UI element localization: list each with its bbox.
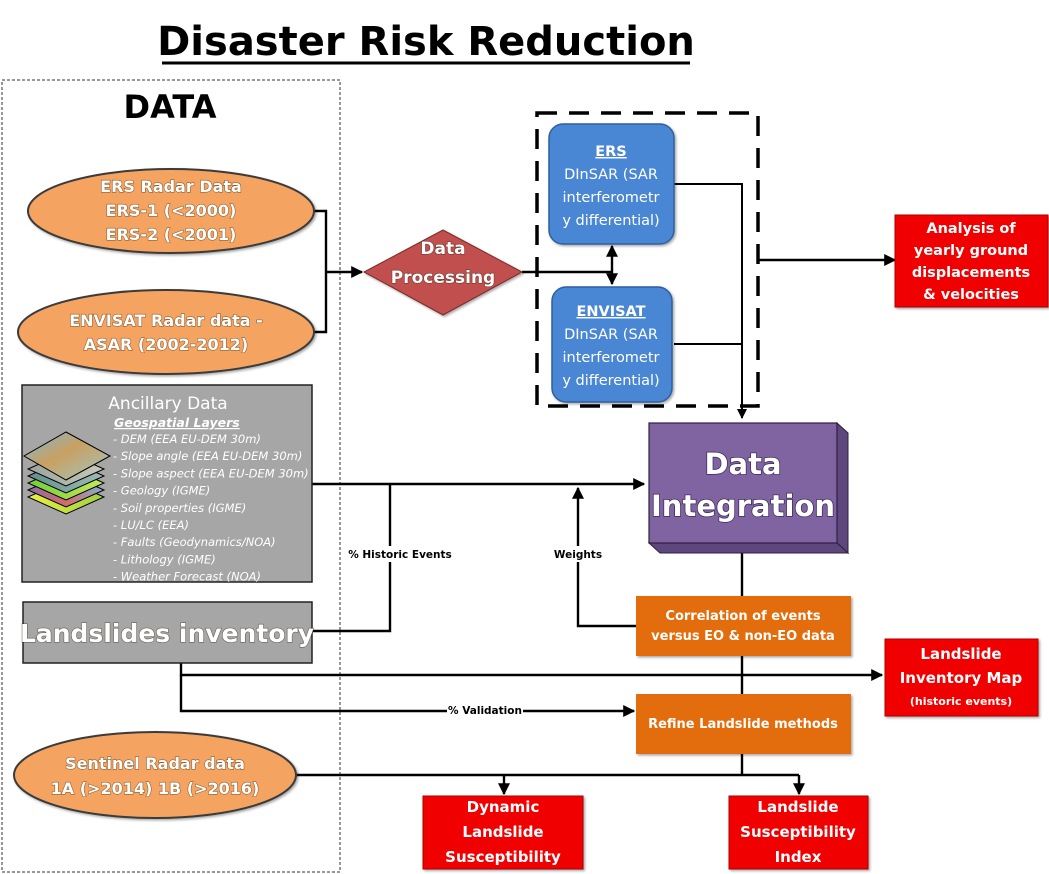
ers-dinsar-to-integration-arrow: [674, 183, 747, 419]
envisat-dinsar-line-1: DInSAR (SAR: [564, 327, 658, 343]
geospatial-layer-item: - Faults (Geodynamics/NOA): [113, 535, 276, 549]
displacements-line-3: displacements: [912, 265, 1030, 281]
ers-dinsar-heading: ERS: [595, 144, 627, 160]
dynamic-susceptibility-output-node[interactable]: [422, 795, 584, 870]
dynamic-susceptibility-line-3: Susceptibility: [445, 848, 561, 866]
correlation-line-1: Correlation of events: [665, 609, 820, 624]
correlation-node[interactable]: [636, 596, 851, 656]
geospatial-layer-item: - Slope aspect (EEA EU-DEM 30m): [113, 466, 309, 480]
geospatial-layer-item: - Lithology (IGME): [113, 552, 216, 566]
ancillary-title: Ancillary Data: [108, 394, 227, 414]
displacements-line-1: Analysis of: [926, 221, 1016, 237]
envisat-radar-line-1: ENVISAT Radar data -: [69, 311, 263, 330]
inventory-map-line-2: Inventory Map: [900, 669, 1023, 687]
validation-label-bg: [447, 703, 523, 717]
envisat-dinsar-node[interactable]: [551, 286, 673, 403]
envisat-radar-data-node[interactable]: [17, 289, 315, 375]
ellipses-merge-connector: [314, 209, 328, 334]
geospatial-layer-item: - Soil properties (IGME): [113, 501, 246, 515]
ers-radar-line-2: ERS-1 (<2000): [106, 201, 237, 220]
geospatial-layer-item: - Slope angle (EEA EU-DEM 30m): [113, 449, 302, 463]
ers-dinsar-line-2: interferometr: [562, 190, 659, 206]
sentinel-radar-line-1: Sentinel Radar data: [65, 754, 245, 773]
to-inventory-map-arrow: [179, 663, 884, 681]
geospatial-layer-item: - Geology (IGME): [113, 484, 210, 498]
weights-label-bg: [552, 546, 604, 562]
displacements-line-2: yearly ground: [914, 243, 1028, 259]
displacements-output-node[interactable]: [894, 214, 1049, 308]
ers-dinsar-node[interactable]: [548, 123, 675, 245]
envisat-dinsar-line-2: interferometr: [562, 350, 659, 366]
weights-label: Weights: [554, 549, 602, 561]
refine-methods-label: Refine Landslide methods: [648, 717, 838, 732]
susceptibility-index-line-3: Index: [775, 848, 822, 866]
ers-radar-data-node[interactable]: [27, 168, 315, 254]
data-processing-line-1: Data: [420, 239, 465, 259]
ers-radar-line-3: ERS-2 (<2001): [106, 225, 237, 244]
geospatial-layer-item: - Weather Forecast (NOA): [113, 570, 261, 584]
diagram-title: Disaster Risk Reduction: [157, 19, 695, 65]
displacements-line-4: & velocities: [923, 287, 1019, 303]
historic-events-connector: [312, 484, 392, 633]
ers-radar-line-1: ERS Radar Data: [100, 177, 242, 196]
map-layers-stack-icon: [22, 431, 112, 515]
data-integration-line-1: Data: [704, 447, 781, 481]
weights-arrow: [572, 486, 636, 628]
validation-label: % Validation: [448, 705, 522, 717]
geospatial-layer-item: - DEM (EEA EU-DEM 30m): [113, 432, 261, 446]
geospatial-layer-item: - LU/LC (EEA): [113, 518, 189, 532]
validation-arrow: [179, 675, 636, 717]
data-integration-line-2: Integration: [651, 489, 835, 523]
inventory-map-output-node[interactable]: [884, 638, 1039, 717]
ancillary-subtitle: Geospatial Layers: [114, 415, 240, 430]
data-processing-line-2: Processing: [391, 268, 495, 288]
data-panel-heading: DATA: [124, 88, 217, 126]
geospatial-layer-list: - DEM (EEA EU-DEM 30m) - Slope angle (EEA…: [113, 432, 309, 584]
landslides-inventory-label: Landslides inventory: [20, 619, 314, 648]
ers-dinsar-line-3: y differential): [562, 213, 659, 229]
sentinel-radar-line-2: 1A (>2014) 1B (>2016): [51, 779, 260, 798]
data-processing-node[interactable]: [362, 229, 524, 316]
inventory-map-subtitle: (historic events): [910, 695, 1012, 708]
historic-events-label-bg: [346, 546, 456, 562]
envisat-dinsar-line-3: y differential): [562, 373, 659, 389]
dynamic-susceptibility-line-1: Dynamic: [467, 798, 540, 816]
susceptibility-index-line-1: Landslide: [757, 798, 838, 816]
ers-dinsar-line-1: DInSAR (SAR: [564, 167, 658, 183]
refine-methods-node[interactable]: [636, 694, 851, 754]
correlation-line-2: versus EO & non-EO data: [651, 629, 835, 644]
landslides-inventory-node[interactable]: [22, 601, 313, 664]
dynamic-susceptibility-line-2: Landslide: [462, 823, 543, 841]
susceptibility-index-output-node[interactable]: [728, 795, 869, 870]
susceptibility-index-line-2: Susceptibility: [740, 823, 856, 841]
envisat-dinsar-heading: ENVISAT: [576, 304, 645, 320]
data-integration-node[interactable]: [647, 421, 850, 555]
sentinel-radar-data-node[interactable]: [13, 731, 297, 819]
inventory-map-line-1: Landslide: [920, 645, 1001, 663]
envisat-radar-line-2: ASAR (2002-2012): [84, 335, 249, 354]
historic-events-label: % Historic Events: [348, 549, 452, 561]
